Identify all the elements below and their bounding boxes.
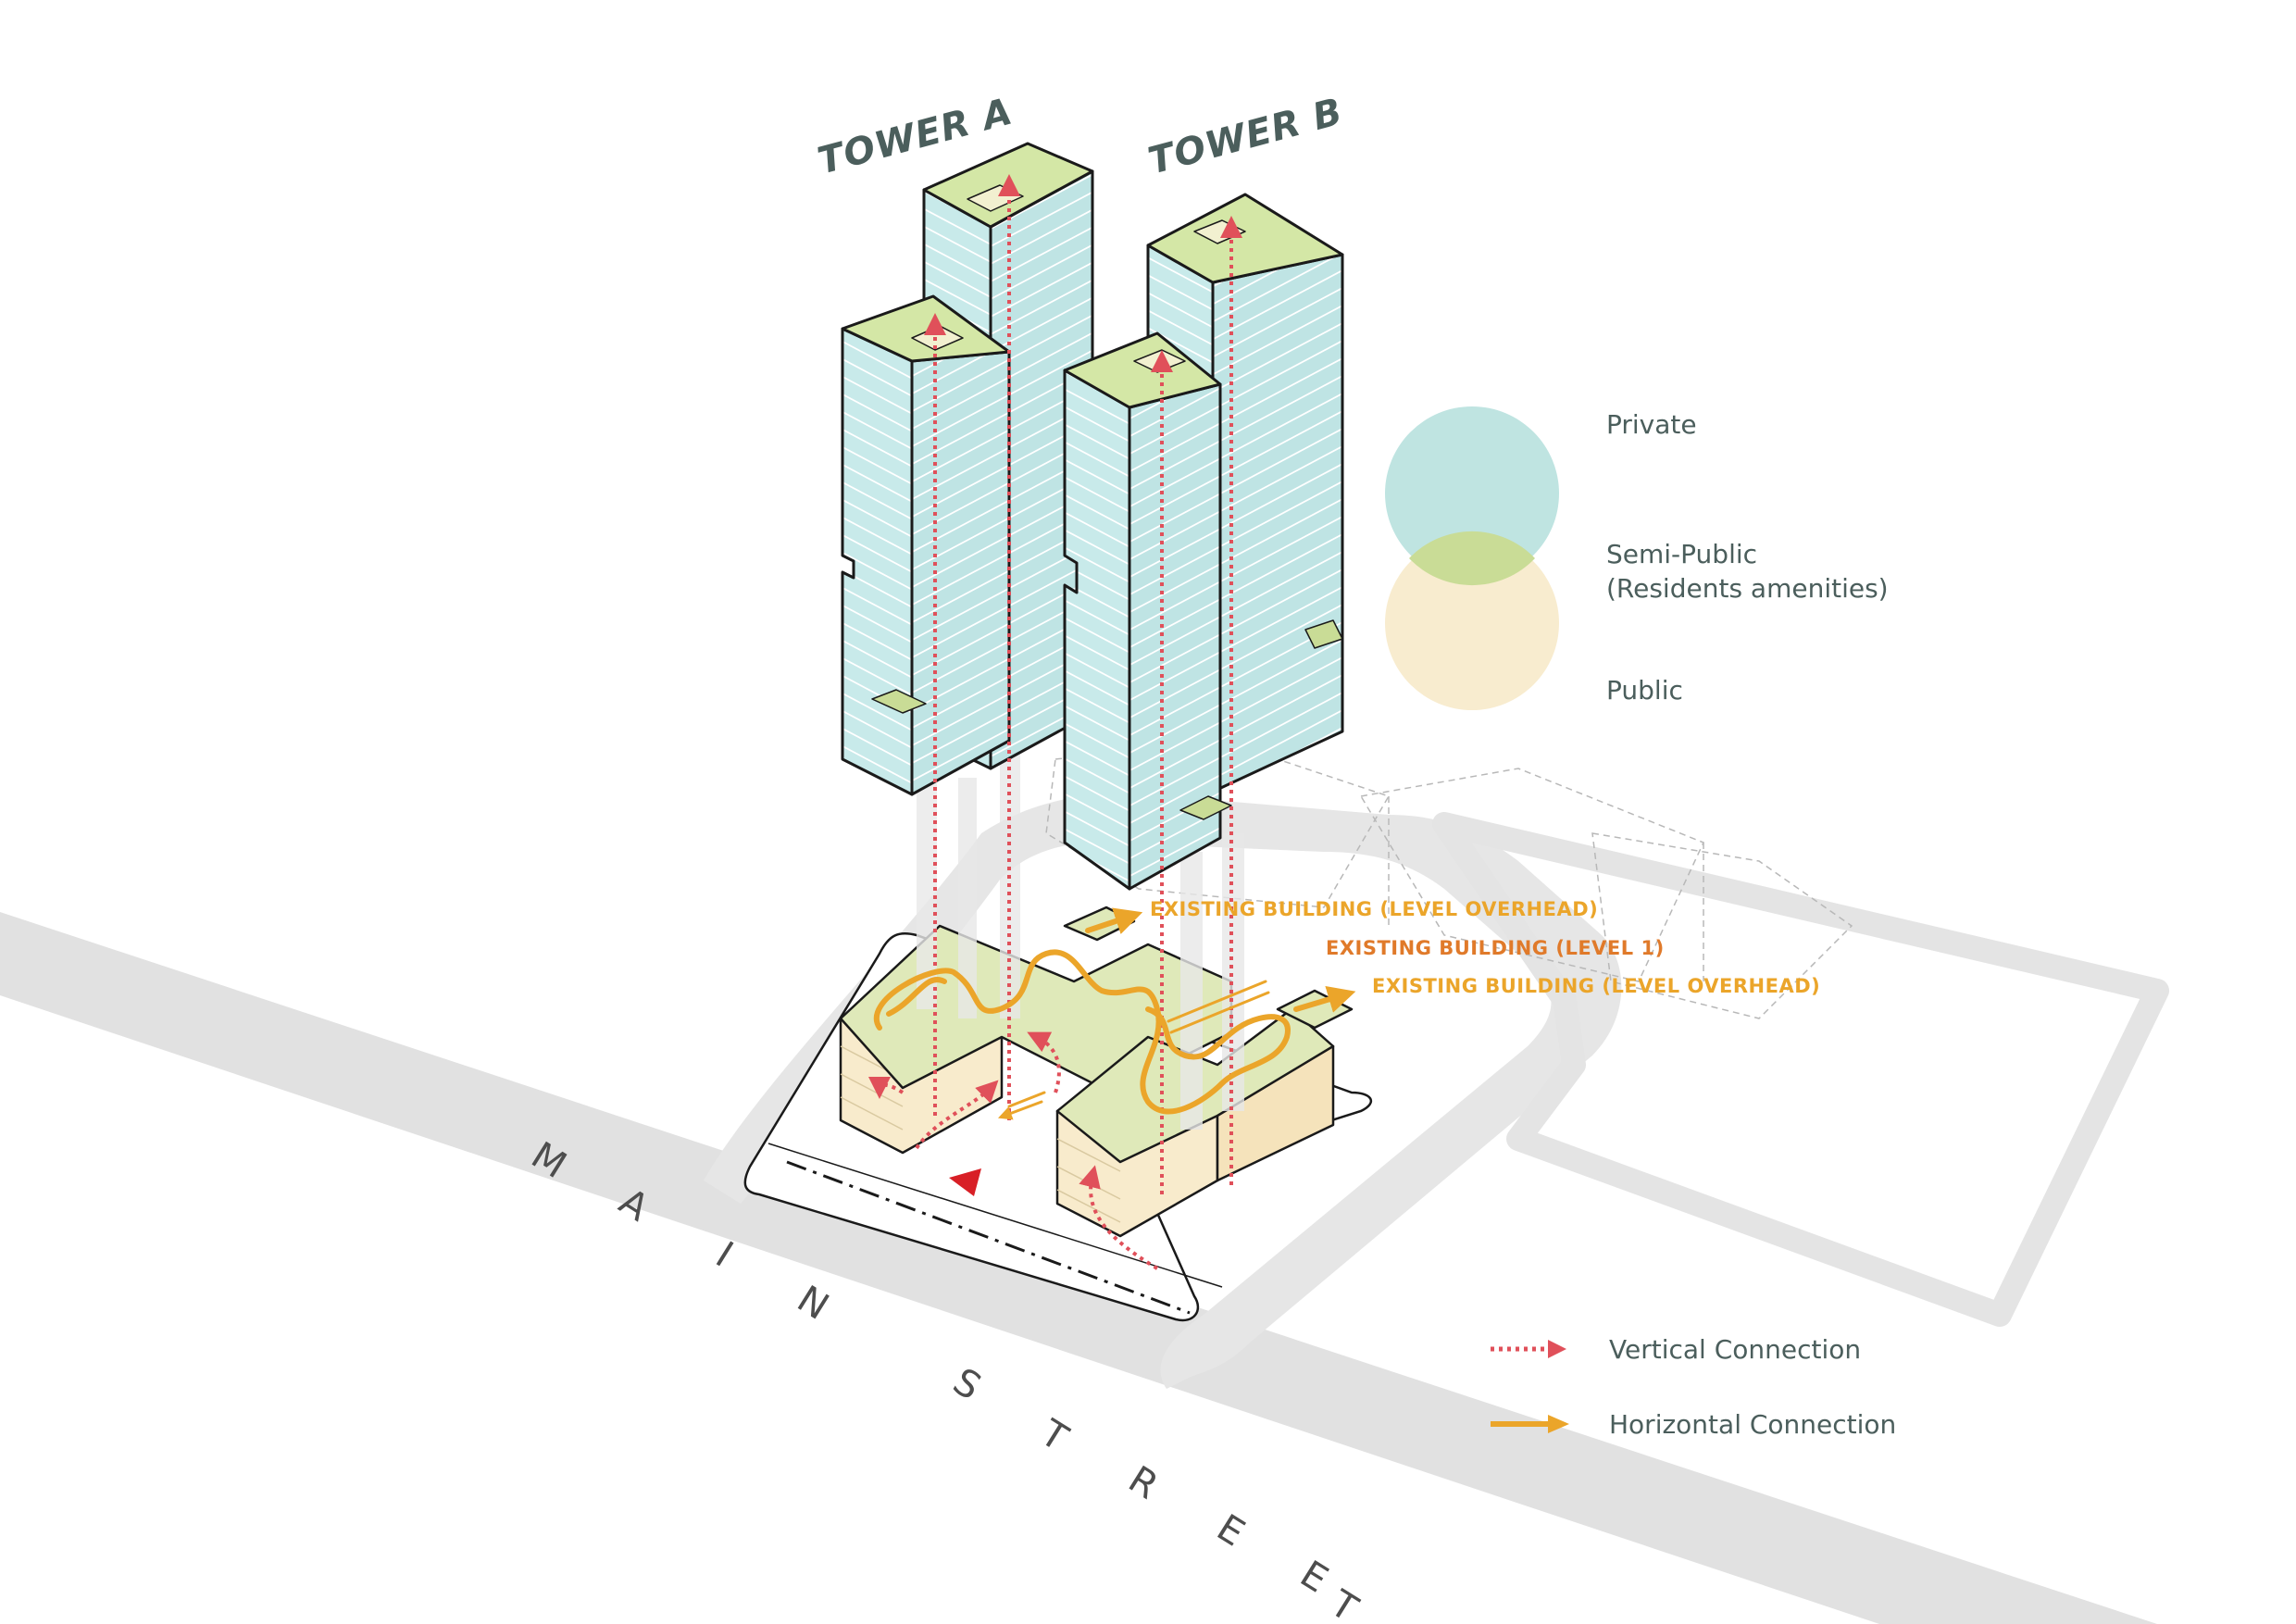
street-letter: R bbox=[1121, 1458, 1166, 1508]
tower-a-front-face-right bbox=[910, 350, 1011, 796]
tower-a bbox=[841, 142, 1094, 796]
connection-label-level-1: EXISTING BUILDING (LEVEL 1) bbox=[1326, 937, 1665, 959]
street-letter: I bbox=[708, 1234, 740, 1276]
legend-horizontal-connection: Horizontal Connection bbox=[1609, 1409, 1896, 1440]
tower-b-back-roof bbox=[1146, 193, 1344, 284]
legend-semi-public-detail: (Residents amenities) bbox=[1606, 573, 1889, 604]
property-line bbox=[786, 1160, 1191, 1315]
horizontal-connection-arrow-icon bbox=[1548, 1415, 1569, 1433]
public-zone-circle bbox=[1385, 536, 1559, 710]
street-letter: E bbox=[1292, 1553, 1335, 1601]
private-zone-circle bbox=[1385, 406, 1559, 581]
tower-b-amenity-terrace-2 bbox=[1304, 619, 1343, 649]
horizontal-connections bbox=[874, 907, 1356, 1120]
connection-label-overhead-1: EXISTING BUILDING (LEVEL OVERHEAD) bbox=[1150, 898, 1598, 920]
street-letter: T bbox=[1322, 1582, 1365, 1624]
tower-b bbox=[1063, 193, 1344, 891]
legend-private: Private bbox=[1606, 409, 1697, 440]
legend-vertical-connection: Vertical Connection bbox=[1609, 1334, 1861, 1365]
legend-public: Public bbox=[1606, 675, 1683, 706]
existing-lot bbox=[1432, 812, 2169, 1327]
tower-b-front-face-left bbox=[1063, 369, 1131, 891]
street-letter: S bbox=[945, 1360, 988, 1408]
bridge-upper bbox=[1063, 906, 1136, 942]
vertical-connection-arrow-icon bbox=[1548, 1340, 1566, 1358]
zone-legend: Private Semi-Public (Residents amenities… bbox=[1385, 406, 1889, 710]
semi-public-zone-overlap bbox=[1409, 531, 1535, 586]
street-letter: N bbox=[790, 1278, 836, 1329]
tower-b-label: TOWER B bbox=[1144, 91, 1348, 183]
legend-semi-public: Semi-Public bbox=[1606, 539, 1757, 569]
entry-marker-icon bbox=[949, 1168, 981, 1196]
tower-a-front-face-left bbox=[841, 327, 914, 796]
tower-b-front-roof bbox=[1063, 331, 1222, 409]
street-letter: E bbox=[1209, 1506, 1252, 1555]
tower-b-amenity-terrace bbox=[1179, 795, 1232, 820]
street-letter: T bbox=[1032, 1411, 1075, 1460]
tower-a-amenity-terrace bbox=[871, 689, 927, 714]
connection-legend: Vertical Connection Horizontal Connectio… bbox=[1491, 1334, 1896, 1440]
vertical-connections bbox=[868, 174, 1242, 1270]
connection-label-overhead-2: EXISTING BUILDING (LEVEL OVERHEAD) bbox=[1372, 975, 1820, 997]
